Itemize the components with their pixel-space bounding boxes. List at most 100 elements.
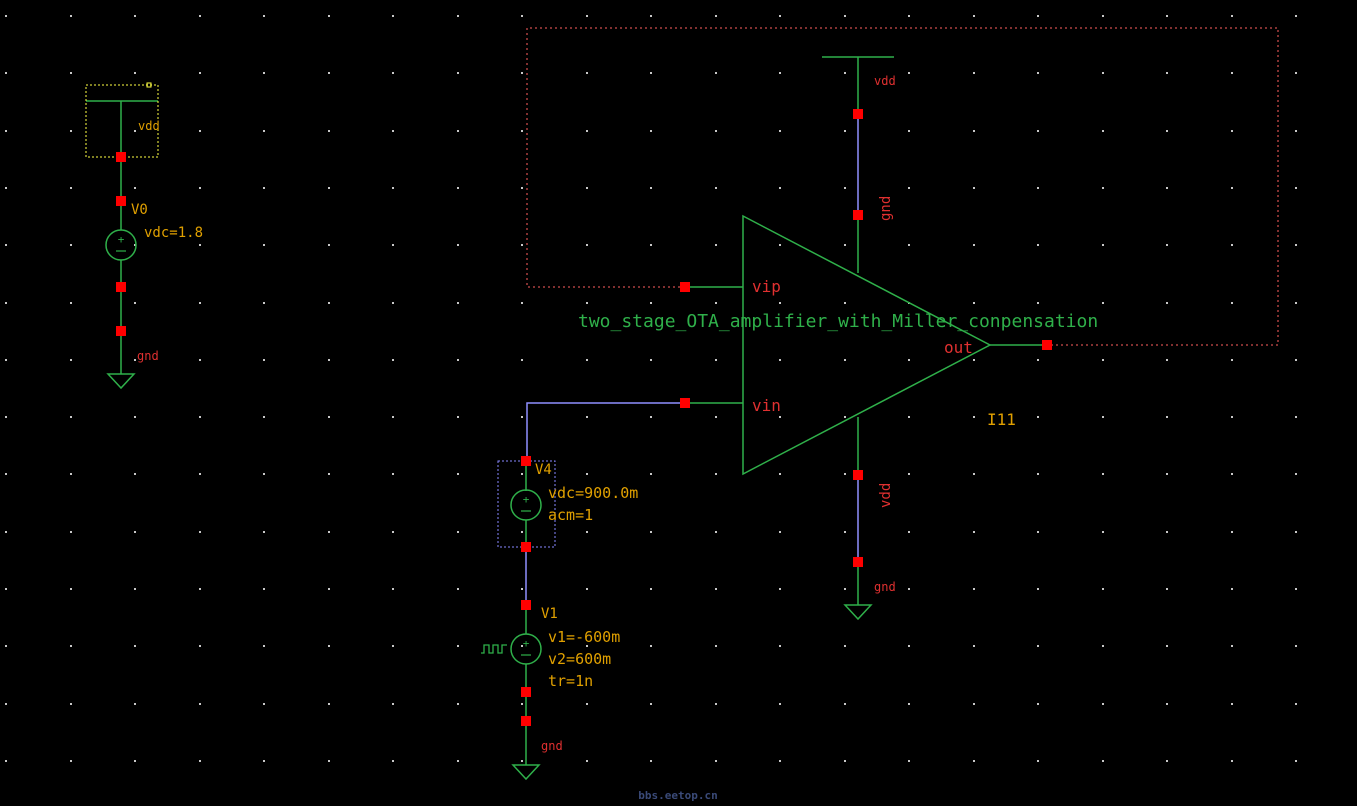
grid-dot xyxy=(973,531,975,533)
grid-dot xyxy=(328,15,330,17)
grid-dot xyxy=(263,531,265,533)
grid-dot xyxy=(1102,187,1104,189)
grid-dot xyxy=(1295,760,1297,762)
grid-dot xyxy=(586,187,588,189)
grid-dot xyxy=(70,703,72,705)
grid-dot xyxy=(521,72,523,74)
grid-dot xyxy=(973,359,975,361)
grid-dot xyxy=(1102,645,1104,647)
bottom-supply-pin[interactable] xyxy=(853,470,863,480)
grid-dot xyxy=(650,72,652,74)
v4-pin[interactable] xyxy=(521,456,531,466)
v0-source[interactable]: vdd + V0 vdc=1.8 gnd xyxy=(85,82,203,390)
grid-dot xyxy=(715,703,717,705)
grid-dot xyxy=(586,72,588,74)
grid-dot xyxy=(199,473,201,475)
feedback-net[interactable] xyxy=(526,27,1279,346)
grid-dot xyxy=(1295,416,1297,418)
grid-dot xyxy=(650,130,652,132)
grid-dot xyxy=(1166,302,1168,304)
grid-dot xyxy=(715,760,717,762)
top-supply-pin[interactable] xyxy=(853,210,863,220)
v0-vdd-label: vdd xyxy=(138,119,160,133)
v1-pin[interactable] xyxy=(521,600,531,610)
instance-name: I11 xyxy=(987,410,1016,429)
vin-pin[interactable] xyxy=(680,398,690,408)
grid-dot xyxy=(1295,130,1297,132)
grid-dot xyxy=(134,187,136,189)
v1-source[interactable]: + V1 v1=-600m v2=600m tr=1n gnd xyxy=(481,600,620,781)
grid-dot xyxy=(779,244,781,246)
v4-pin[interactable] xyxy=(521,542,531,552)
grid-dot xyxy=(908,359,910,361)
v1-pin[interactable] xyxy=(521,716,531,726)
grid-dot xyxy=(457,15,459,17)
grid-dot xyxy=(650,187,652,189)
grid-dot xyxy=(199,15,201,17)
grid-dot xyxy=(586,645,588,647)
out-pin[interactable] xyxy=(1042,340,1052,350)
grid-dot xyxy=(844,359,846,361)
grid-dot xyxy=(328,72,330,74)
grid-dot xyxy=(1166,645,1168,647)
vip-pin[interactable] xyxy=(680,282,690,292)
grid-dot xyxy=(5,15,7,17)
v4-param-vdc: vdc=900.0m xyxy=(548,484,638,502)
ota-instance[interactable]: vdd gnd vip two_stage_OTA_amplifier_with… xyxy=(578,56,1098,621)
grid-dot xyxy=(70,760,72,762)
grid-dot xyxy=(586,15,588,17)
grid-dot xyxy=(1295,302,1297,304)
v0-pin[interactable] xyxy=(116,196,126,206)
grid-dot xyxy=(328,359,330,361)
grid-dot xyxy=(715,531,717,533)
grid-dot xyxy=(5,130,7,132)
grid-dot xyxy=(5,703,7,705)
grid-dot xyxy=(521,760,523,762)
grid-dot xyxy=(908,130,910,132)
grid-dot xyxy=(70,473,72,475)
grid-dot xyxy=(715,15,717,17)
grid-dot xyxy=(586,359,588,361)
v4-source[interactable]: + V4 vdc=900.0m acm=1 xyxy=(497,456,638,552)
grid-dot xyxy=(1102,531,1104,533)
grid-dot xyxy=(199,302,201,304)
v1-pin[interactable] xyxy=(521,687,531,697)
grid-dot xyxy=(134,760,136,762)
vin-net[interactable] xyxy=(526,402,680,457)
grid-dot xyxy=(134,244,136,246)
grid-dot xyxy=(779,760,781,762)
grid-dot xyxy=(134,359,136,361)
v0-gnd-label: gnd xyxy=(137,349,159,363)
v0-pin[interactable] xyxy=(116,282,126,292)
grid-dot xyxy=(973,416,975,418)
grid-dot xyxy=(134,473,136,475)
grid-dot xyxy=(586,416,588,418)
grid-dot xyxy=(715,187,717,189)
grid-dot xyxy=(844,187,846,189)
grid-dot xyxy=(844,760,846,762)
grid-dot xyxy=(392,588,394,590)
grid-dot xyxy=(457,531,459,533)
v0-pin[interactable] xyxy=(116,326,126,336)
grid-dot xyxy=(844,703,846,705)
grid-dot xyxy=(1295,588,1297,590)
bottom-supply-pin[interactable] xyxy=(853,557,863,567)
grid-dot xyxy=(908,72,910,74)
grid-dot xyxy=(586,244,588,246)
v0-pin[interactable] xyxy=(116,152,126,162)
grid-dot xyxy=(263,72,265,74)
grid-dot xyxy=(134,72,136,74)
grid-dot xyxy=(1231,703,1233,705)
grid-dot xyxy=(1231,645,1233,647)
grid-dot xyxy=(586,588,588,590)
v1-name: V1 xyxy=(541,606,558,622)
v0-vdd-selection-handle[interactable] xyxy=(146,82,152,88)
grid-dot xyxy=(908,244,910,246)
grid-dot xyxy=(521,588,523,590)
grid-dot xyxy=(134,531,136,533)
pulse-waveform-icon xyxy=(481,644,507,654)
grid-dot xyxy=(1231,588,1233,590)
grid-dot xyxy=(1037,473,1039,475)
top-supply-pin[interactable] xyxy=(853,109,863,119)
